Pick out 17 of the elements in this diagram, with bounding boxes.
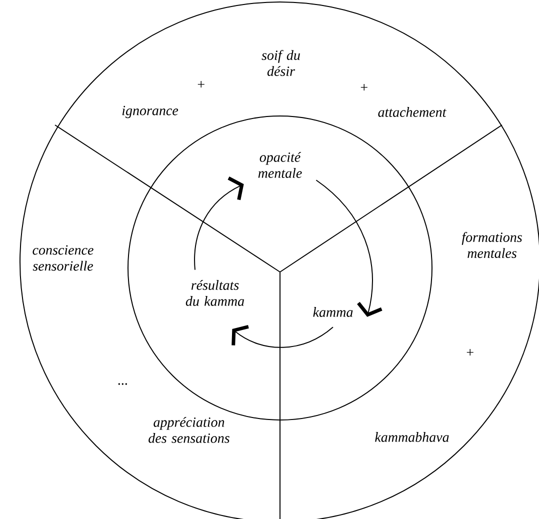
ring-label: soif du désir [262, 50, 300, 76]
cycle-label: kamma [313, 307, 353, 317]
plus-sign: + [466, 349, 474, 356]
curved-arrow [316, 180, 382, 317]
ring-label: kammabhava [375, 432, 449, 442]
curved-arrow [232, 324, 334, 348]
cycle-label: résultats du kamma [186, 280, 244, 306]
plus-sign: + [360, 84, 368, 91]
ring-label: ignorance [122, 106, 178, 118]
ring-label: attachement [378, 107, 446, 117]
ring-label: conscience sensorielle [32, 245, 94, 271]
ring-label: formations mentales [462, 232, 522, 258]
curved-arrow [194, 176, 244, 270]
cycle-label: opacité mentale [258, 152, 302, 178]
ellipsis-label: ... [118, 383, 127, 385]
ring-label: appréciation des sensations [148, 417, 230, 443]
plus-sign: + [198, 81, 204, 88]
